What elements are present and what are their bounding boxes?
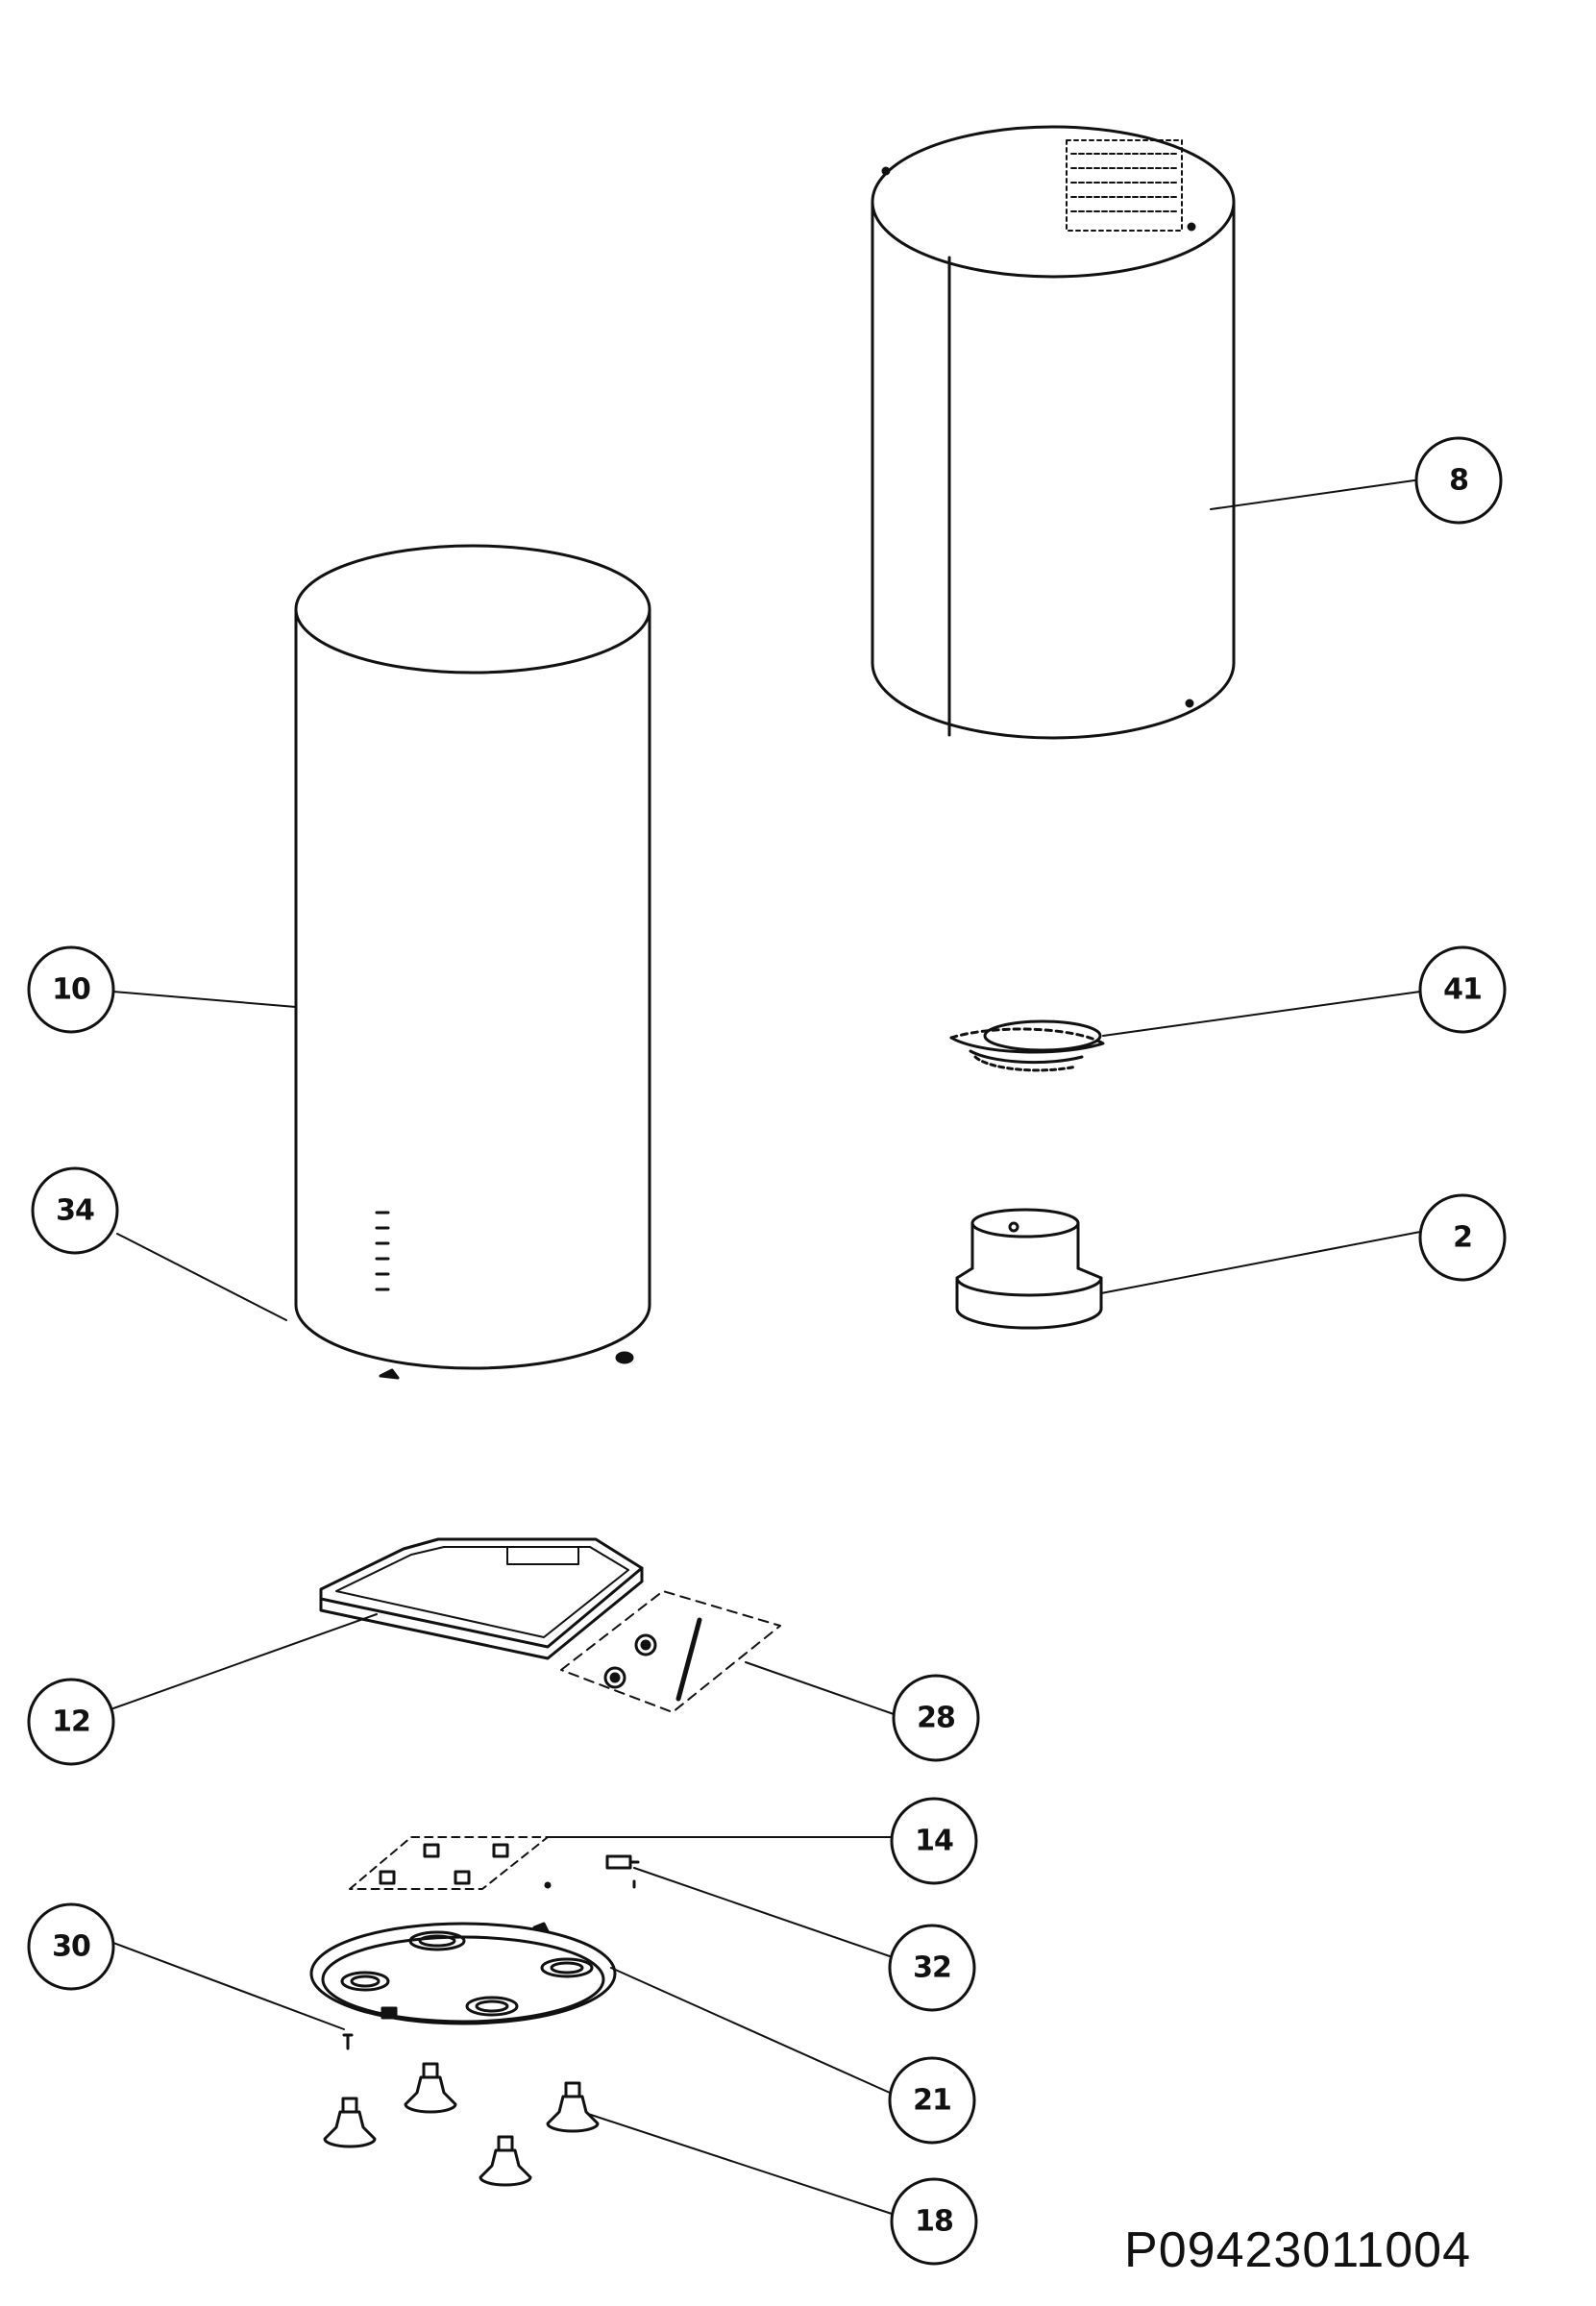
lamp-bulb-icon [323, 2097, 377, 2148]
control-buttons-icon [375, 1211, 390, 1291]
callout-label-21: 21 [913, 2084, 951, 2118]
screw-part [342, 2033, 354, 2050]
lamp-bulbs-part [323, 2062, 600, 2187]
callout-label-14: 14 [915, 1825, 953, 1858]
leader-lines [112, 479, 1421, 2215]
connector-collar-part [955, 1208, 1103, 1330]
callout-label-34: 34 [56, 1194, 94, 1228]
callout-label-10: 10 [52, 973, 90, 1007]
lamp-ring-part [309, 1922, 617, 2025]
callout-label-41: 41 [1443, 973, 1482, 1007]
callout-32 [888, 1924, 976, 2012]
lower-chimney-part [294, 544, 651, 1380]
lamp-bulb-icon [479, 2135, 532, 2187]
document-code: P09423011004 [1124, 2222, 1471, 2278]
callout-30 [27, 1902, 115, 1991]
callout-label-28: 28 [917, 1702, 955, 1735]
lamp-kit-part [349, 1836, 552, 1890]
grease-filter-part [319, 1537, 644, 1660]
fixing-kit-part [560, 1590, 781, 1713]
callout-14 [890, 1797, 978, 1885]
flange-ring-part [949, 1019, 1105, 1072]
callout-label-18: 18 [915, 2205, 953, 2239]
callout-label-12: 12 [52, 1705, 90, 1739]
callout-circles [27, 436, 1507, 2266]
callout-28 [892, 1674, 980, 1762]
callout-21 [888, 2056, 976, 2145]
vent-grille-icon [1066, 139, 1183, 232]
callout-41 [1418, 945, 1507, 1034]
clip-part [605, 1854, 640, 1889]
callout-label-32: 32 [913, 1951, 951, 1985]
upper-chimney-part [871, 125, 1236, 740]
callout-34 [31, 1166, 119, 1255]
callout-18 [890, 2177, 978, 2266]
callout-12 [27, 1678, 115, 1766]
callout-label-2: 2 [1453, 1221, 1472, 1255]
callout-label-8: 8 [1449, 464, 1468, 498]
callout-10 [27, 945, 115, 1034]
lamp-bulb-icon [546, 2081, 600, 2133]
callout-2 [1418, 1193, 1507, 1282]
callout-label-30: 30 [52, 1930, 90, 1964]
lamp-bulb-icon [404, 2062, 457, 2114]
callout-8 [1414, 436, 1503, 525]
callout-labels: 8 10 41 34 2 12 28 14 30 32 21 18 [52, 464, 1483, 2239]
